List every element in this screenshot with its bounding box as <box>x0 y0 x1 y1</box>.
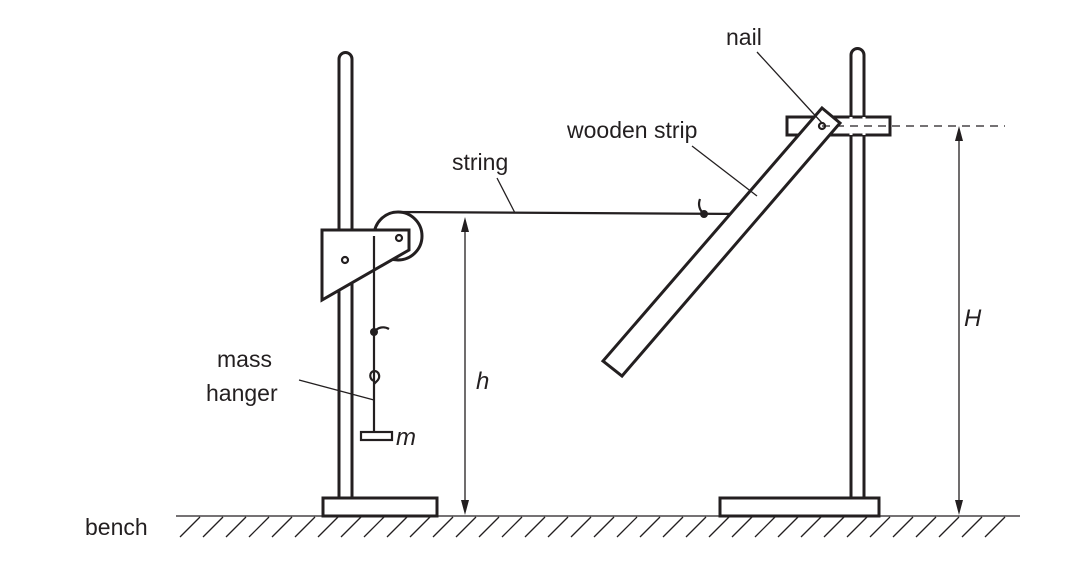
hatch-line <box>708 516 730 538</box>
clamp-screw <box>340 255 350 265</box>
label-string: string <box>452 149 508 175</box>
hatch-line <box>363 516 385 538</box>
hatch-line <box>409 516 431 538</box>
pulley-assembly <box>320 210 424 303</box>
hatch-line <box>846 516 868 538</box>
hatch-line <box>501 516 523 538</box>
h-arrowhead-bottom <box>461 500 469 515</box>
hatch-line <box>616 516 638 538</box>
left-stand-base <box>321 496 439 518</box>
hatch-line <box>271 516 293 538</box>
hatch-line <box>248 516 270 538</box>
H-arrowhead-bottom <box>955 500 963 515</box>
H-arrowhead-top <box>955 126 963 141</box>
label-height-h: h <box>476 368 489 395</box>
right-stand-base <box>718 496 881 518</box>
hatch-line <box>984 516 1006 538</box>
right-stand-rod <box>849 47 866 498</box>
hatch-line <box>731 516 753 538</box>
string-horizontal <box>397 210 746 216</box>
hanger-hook <box>369 369 381 385</box>
hatch-line <box>938 516 960 538</box>
mass-hanger-plate <box>359 430 394 442</box>
hatch-line <box>294 516 316 538</box>
hatch-line <box>892 516 914 538</box>
h-arrowhead-top <box>461 217 469 232</box>
hatch-line <box>455 516 477 538</box>
hatch-line <box>202 516 224 538</box>
left-stand-rod <box>337 51 354 498</box>
hatch-line <box>961 516 983 538</box>
hatch-line <box>432 516 454 538</box>
bench-hatching <box>179 516 1006 538</box>
hatch-line <box>777 516 799 538</box>
hatch-line <box>340 516 362 538</box>
label-wooden-strip: wooden strip <box>566 117 697 143</box>
right-stand <box>718 47 892 518</box>
hatch-line <box>685 516 707 538</box>
string-tail <box>697 198 705 215</box>
pulley-clamp-bracket <box>320 228 411 303</box>
hatch-line <box>478 516 500 538</box>
hatch-line <box>869 516 891 538</box>
hatch-line <box>317 516 339 538</box>
hatch-line <box>179 516 201 538</box>
hanger-knot-tail <box>373 326 390 333</box>
label-bench: bench <box>85 514 148 540</box>
wooden-strip-leader <box>691 145 758 197</box>
hatch-line <box>386 516 408 538</box>
label-mass: mass <box>217 346 272 372</box>
hatch-line <box>593 516 615 538</box>
left-stand <box>321 51 439 518</box>
label-mass-symbol: m <box>396 424 416 451</box>
hatch-line <box>570 516 592 538</box>
label-height-H: H <box>964 305 982 332</box>
nail-leader <box>756 51 823 124</box>
bench <box>176 515 1020 538</box>
height-H-arrow <box>822 125 1005 515</box>
wooden-strip-body <box>600 105 843 379</box>
mass-hanger-leader <box>298 379 375 401</box>
hatch-line <box>524 516 546 538</box>
pulley-axle <box>394 233 404 243</box>
hatch-line <box>639 516 661 538</box>
string <box>298 177 748 432</box>
string-leader <box>496 177 516 214</box>
hatch-line <box>915 516 937 538</box>
hatch-line <box>823 516 845 538</box>
label-hanger: hanger <box>206 380 278 406</box>
hatch-line <box>225 516 247 538</box>
wooden-strip <box>600 105 843 379</box>
hatch-line <box>754 516 776 538</box>
hatch-line <box>547 516 569 538</box>
label-nail: nail <box>726 24 762 50</box>
height-h-arrow <box>461 217 469 515</box>
hatch-line <box>662 516 684 538</box>
hatch-line <box>800 516 822 538</box>
